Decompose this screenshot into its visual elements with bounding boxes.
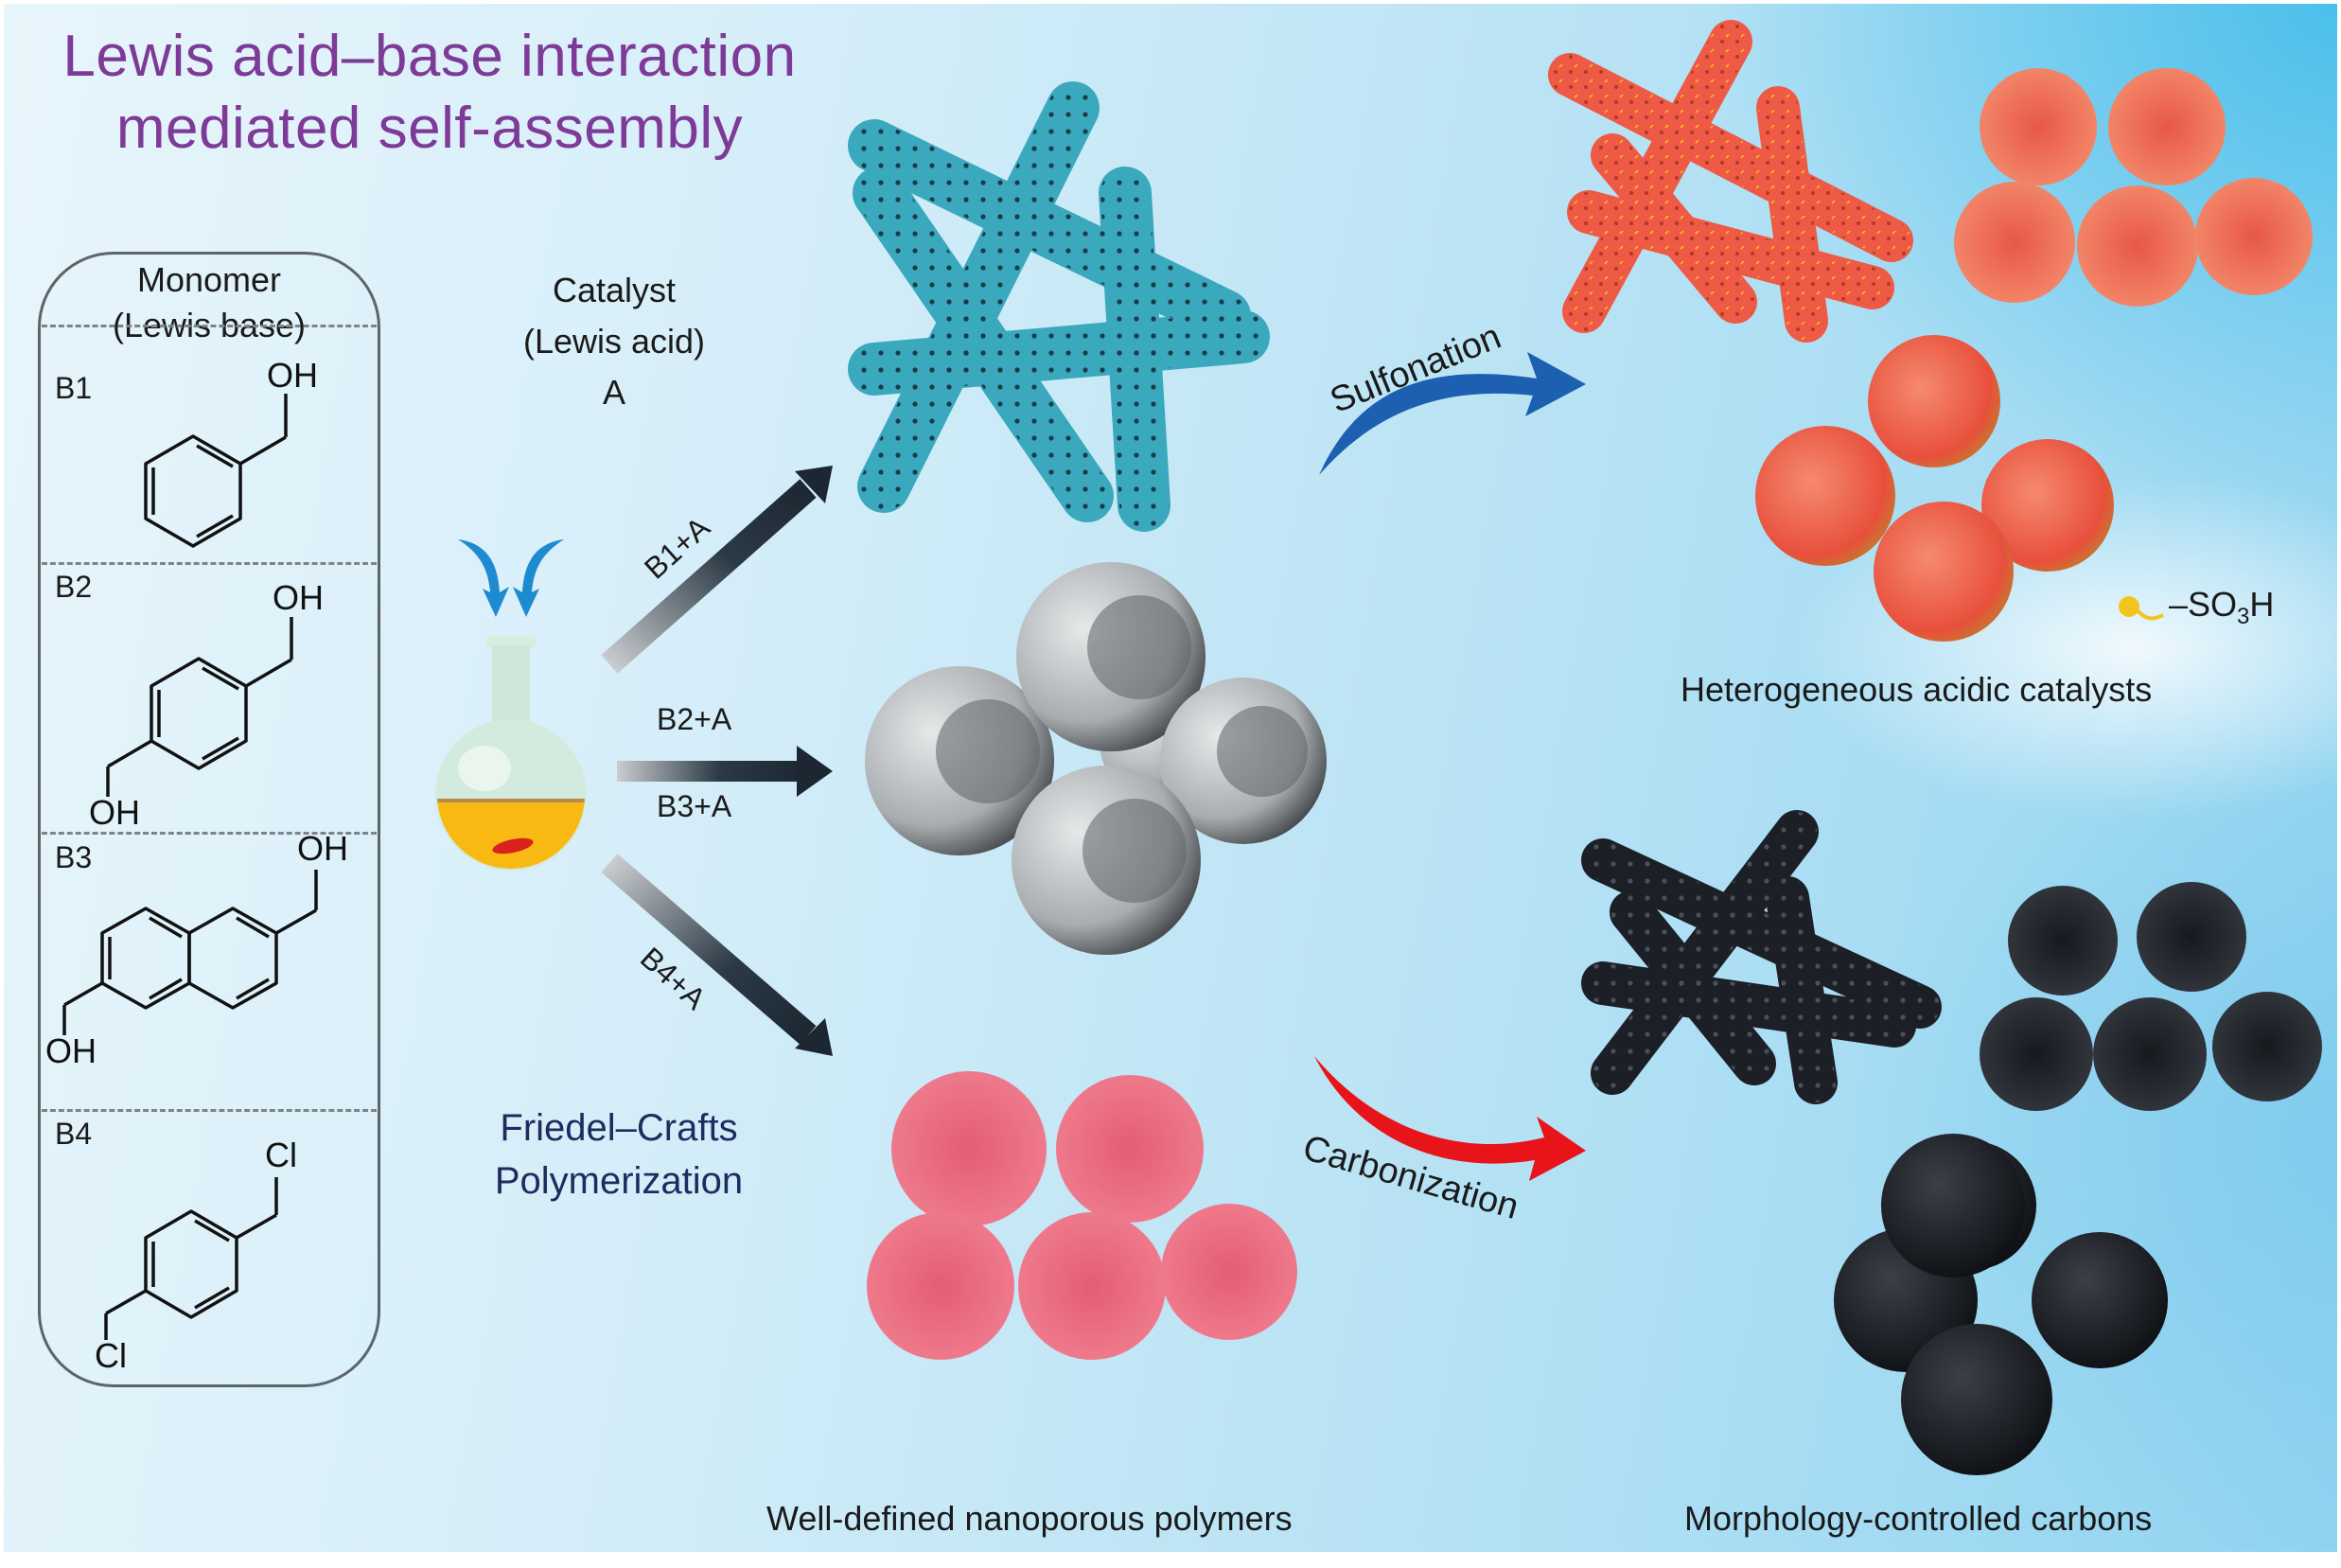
route-arrows (601, 466, 833, 1056)
monomer-label-b2: B2 (55, 570, 93, 604)
route-label-b2: B2+A (657, 702, 732, 736)
sulfonated-nanoflowers (1954, 68, 2313, 307)
stir-bar-icon (492, 837, 534, 854)
caption-polymers: Well-defined nanoporous polymers (766, 1499, 1293, 1538)
reaction-line-1: Friedel–Crafts (500, 1107, 738, 1149)
carbon-hollow-spheres (1834, 1134, 2168, 1475)
polymer-hollow-spheres (865, 562, 1327, 955)
sulfonated-hollow-spheres (1755, 335, 2114, 642)
structure-b3 (62, 870, 318, 1035)
sulfonated-nanotubes (1548, 20, 1913, 343)
divider (42, 562, 377, 565)
structure-b4 (104, 1177, 278, 1340)
structure-b2 (106, 617, 293, 797)
caption-carbons: Morphology-controlled carbons (1684, 1499, 2153, 1538)
carbonization-arrow (1314, 1056, 1586, 1181)
inflow-arrow-right (513, 539, 564, 617)
b4-cl-label-top: Cl (265, 1136, 297, 1174)
divider (42, 832, 377, 835)
arrow-b2-b3 (617, 746, 833, 797)
polymer-nanotubes (848, 81, 1270, 532)
caption-acid-catalysts: Heterogeneous acidic catalysts (1681, 670, 2153, 709)
figure-canvas: Lewis acid–base interaction mediated sel… (4, 4, 2337, 1552)
carbon-nanoflowers (1980, 882, 2322, 1111)
reaction-line-2: Polymerization (494, 1160, 744, 1202)
catalyst-line-2: (Lewis acid) (522, 322, 706, 361)
route-label-b3: B3+A (657, 789, 732, 823)
legend-subscript: 3 (2237, 604, 2250, 630)
chemical-structures (62, 394, 318, 1340)
title-line-1: Lewis acid–base interaction (62, 24, 797, 89)
b3-oh-label-top: OH (297, 829, 348, 868)
polymer-nanoflowers (867, 1071, 1297, 1360)
title-line-2: mediated self-assembly (115, 96, 744, 161)
carbon-nanotubes (1581, 810, 1942, 1104)
product-illustrations (848, 20, 2322, 1475)
monomer-label-b4: B4 (55, 1117, 93, 1151)
catalyst-line-1: Catalyst (552, 271, 677, 309)
divider (42, 325, 377, 327)
structure-b1 (144, 394, 288, 548)
reaction-label: Friedel–Crafts Polymerization (449, 1101, 789, 1207)
b3-oh-label-bottom: OH (45, 1031, 97, 1070)
monomer-label-b1: B1 (55, 371, 93, 405)
sulfonic-group-icon (2119, 596, 2164, 621)
arrow-b4 (601, 854, 833, 1056)
sulfonic-group-legend: –SO3H (2169, 585, 2274, 630)
b1-oh-label: OH (267, 356, 318, 395)
monomer-label-b3: B3 (55, 840, 93, 874)
catalyst-line-3: A (602, 373, 625, 412)
divider (42, 1109, 377, 1112)
b4-cl-label-bottom: Cl (95, 1336, 127, 1375)
catalyst-label: Catalyst (Lewis acid) A (505, 265, 723, 418)
inflow-arrow-left (458, 539, 509, 617)
monomer-panel (38, 252, 380, 1387)
legend-suffix: H (2249, 585, 2275, 624)
b2-oh-label-bottom: OH (89, 793, 140, 832)
monomer-heading-line-1: Monomer (136, 260, 282, 299)
sulfonation-arrow (1319, 352, 1586, 475)
flask-icon (435, 539, 587, 871)
arrow-b1 (601, 466, 833, 674)
b2-oh-label-top: OH (273, 578, 324, 617)
figure-title: Lewis acid–base interaction mediated sel… (42, 21, 818, 165)
legend-group: –SO (2169, 585, 2238, 624)
